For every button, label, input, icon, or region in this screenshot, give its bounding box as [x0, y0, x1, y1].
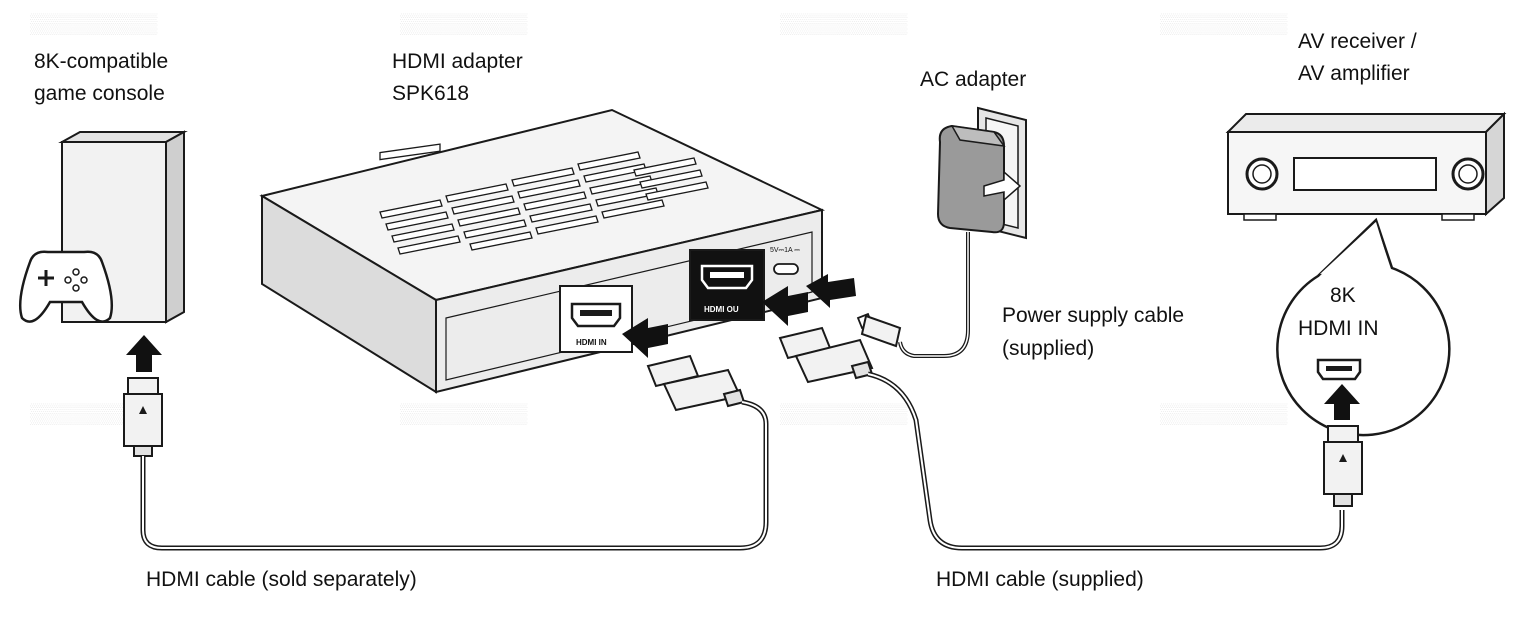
power-cable-label-line1: Power supply cable — [1002, 304, 1184, 327]
hdmi-in-callout: 8K HDMI IN — [1276, 217, 1451, 437]
svg-text:▒▒▒▒▒▒▒▒▒: ▒▒▒▒▒▒▒▒▒ — [400, 13, 528, 35]
callout-label-line2: HDMI IN — [1298, 317, 1379, 340]
watermark: ▒▒▒▒▒▒▒▒▒ ▒▒▒▒▒▒▒▒▒ ▒▒▒▒▒▒▒▒▒ ▒▒▒▒▒▒▒▒▒ … — [30, 13, 1288, 425]
adapter-label-line2: SPK618 — [392, 82, 469, 105]
svg-text:▒▒▒▒▒▒▒▒▒: ▒▒▒▒▒▒▒▒▒ — [1160, 13, 1288, 35]
power-supply-cable — [898, 232, 970, 358]
arrow-right-icon — [622, 318, 668, 358]
game-console — [19, 130, 188, 324]
hdmi-port-icon — [570, 302, 622, 328]
svg-text:▒▒▒▒▒▒▒▒▒: ▒▒▒▒▒▒▒▒▒ — [30, 13, 158, 35]
console-label-line1: 8K-compatible — [34, 50, 168, 73]
hdmi-in-port: HDMI IN — [559, 285, 633, 353]
game-controller-icon — [19, 250, 113, 323]
hdmi-port-icon — [1316, 358, 1362, 381]
arrow-right-icon — [806, 274, 856, 308]
hdmi-cable-left-label: HDMI cable (sold separately) — [146, 568, 417, 591]
hdmi-plug-adapter-in — [646, 354, 746, 412]
svg-text:▒▒▒▒▒▒▒▒▒: ▒▒▒▒▒▒▒▒▒ — [780, 13, 908, 35]
arrow-up-icon — [126, 335, 162, 372]
console-label-line2: game console — [34, 82, 165, 105]
power-input-port: 5V⎓1A ⎓ — [770, 247, 800, 275]
receiver-label-line1: AV receiver / — [1298, 30, 1417, 53]
vent-slots — [379, 143, 441, 161]
svg-text:▒▒▒▒▒▒▒▒▒: ▒▒▒▒▒▒▒▒▒ — [1160, 403, 1288, 425]
arrow-right-icon — [762, 286, 808, 326]
ac-adapter-label: AC adapter — [920, 68, 1026, 91]
power-cable-label-line2: (supplied) — [1002, 337, 1094, 360]
hdmi-plug-adapter-out — [778, 326, 874, 384]
hdmi-out-port: HDMI OU — [689, 249, 765, 321]
hdmi-cable-right-label: HDMI cable (supplied) — [936, 568, 1144, 591]
callout-label-line1: 8K — [1330, 284, 1356, 307]
adapter-label-line1: HDMI adapter — [392, 50, 523, 73]
power-plug — [856, 312, 902, 348]
power-port-label: 5V⎓1A ⎓ — [770, 247, 800, 254]
arrow-up-icon — [1324, 384, 1360, 420]
hdmi-cable-supplied — [867, 371, 1345, 551]
svg-text:▒▒▒▒▒▒▒▒▒: ▒▒▒▒▒▒▒▒▒ — [780, 403, 908, 425]
ac-adapter — [936, 106, 1027, 240]
hdmi-plug-console — [123, 377, 163, 457]
hdmi-out-port-label: HDMI OU — [704, 305, 739, 314]
svg-text:▒▒▒▒▒▒▒▒▒: ▒▒▒▒▒▒▒▒▒ — [400, 403, 528, 425]
hdmi-plug-receiver — [1323, 425, 1363, 507]
receiver-label-line2: AV amplifier — [1298, 62, 1410, 85]
av-receiver — [1225, 111, 1507, 221]
hdmi-adapter-box: HDMI IN HDMI OU 5V⎓1A ⎓ — [259, 108, 826, 394]
vent-grid — [379, 151, 709, 255]
hdmi-in-port-label: HDMI IN — [576, 338, 607, 347]
